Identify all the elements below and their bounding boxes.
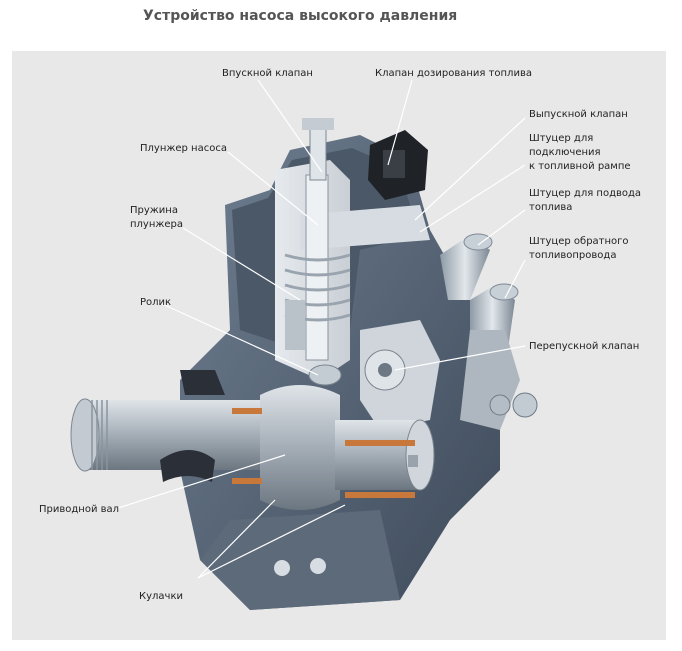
label-bypass-valve: Перепускной клапан: [529, 341, 640, 352]
bypass-valve-body: [364, 349, 406, 391]
label-outlet-valve: Выпускной клапан: [529, 109, 628, 120]
drive-shaft: [70, 370, 435, 510]
label-metering-valve: Клапан дозирования топлива: [375, 68, 532, 79]
label-inlet-valve: Впускной клапан: [222, 68, 313, 79]
label-supply-fitting: Штуцер для подвода топлива: [529, 188, 642, 213]
roller-part: [308, 364, 342, 386]
label-roller: Ролик: [140, 297, 172, 308]
label-rail-fitting: Штуцер для подключения к топливной рампе: [529, 133, 631, 172]
label-return-fitting: Штуцер обратного топливопровода: [529, 236, 629, 261]
label-cams: Кулачки: [139, 591, 183, 602]
plunger-assembly: [284, 118, 351, 361]
metering-valve-connector: [368, 130, 428, 200]
fuel-fittings: [440, 233, 538, 430]
label-plunger-spring: Пружина плунжера: [130, 205, 184, 230]
label-plunger: Плунжер насоса: [140, 143, 227, 154]
label-drive-shaft: Приводной вал: [39, 504, 120, 515]
page-title: Устройство насоса высокого давления: [143, 8, 458, 24]
leader-lines: [117, 79, 526, 579]
